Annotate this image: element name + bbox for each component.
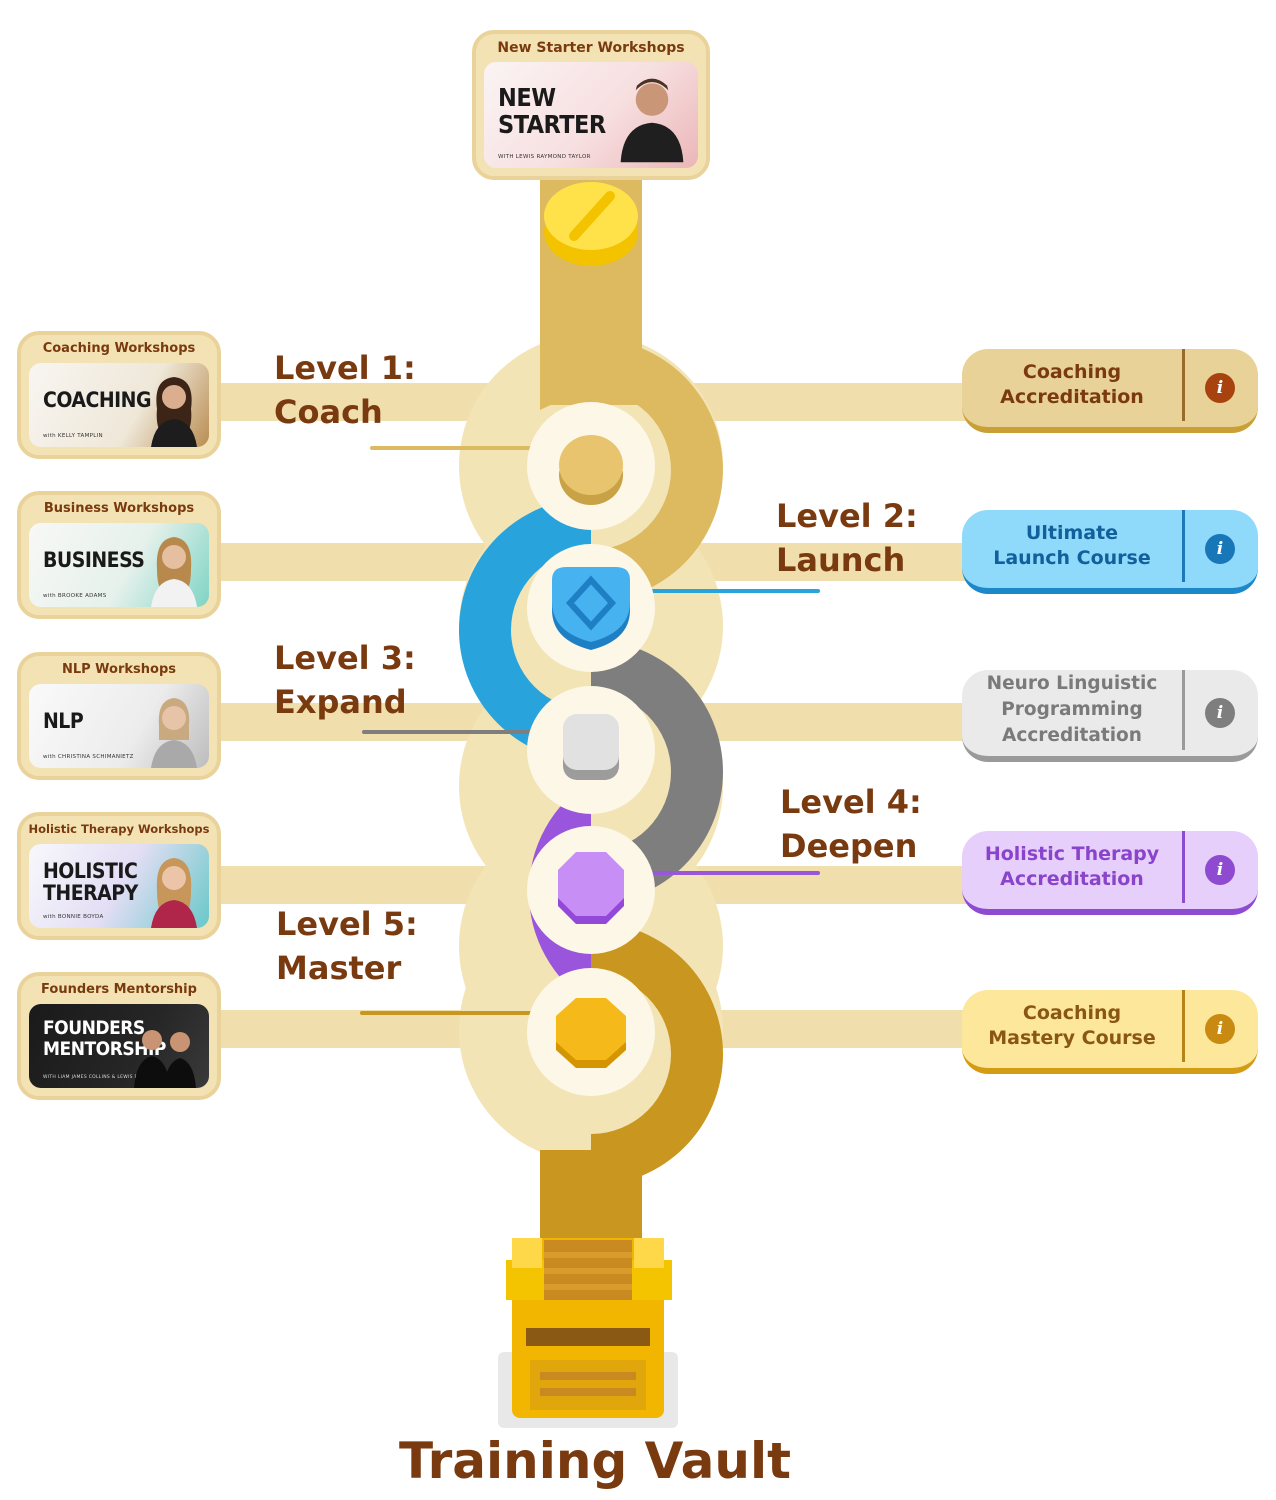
level-1-label: Level 1: Coach	[274, 349, 416, 431]
card-thumbnail: NLP with CHRISTINA SCHIMANIETZ	[29, 684, 209, 768]
training-vault-title: Training Vault	[398, 1432, 792, 1490]
card-title: New Starter Workshops	[497, 40, 685, 56]
pill-divider	[1182, 831, 1185, 903]
level-2-label: Level 2: Launch	[776, 497, 918, 579]
holistic-therapy-accreditation-button[interactable]: Holistic Therapy Accreditation i	[962, 831, 1258, 915]
treasure-vault-icon[interactable]	[498, 1238, 678, 1428]
thumbnail-title: NLP	[43, 709, 84, 733]
holistic-therapy-workshops-card[interactable]: Holistic Therapy Workshops HOLISTIC THER…	[17, 812, 221, 940]
card-title: Founders Mentorship	[41, 982, 197, 997]
card-thumbnail: BUSINESS with BROOKE ADAMS	[29, 523, 209, 607]
card-title: Coaching Workshops	[42, 341, 196, 356]
pill-divider	[1182, 510, 1185, 582]
course-label: Holistic Therapy Accreditation	[984, 843, 1160, 890]
level-node-3[interactable]	[527, 686, 655, 814]
thumbnail-title: NEW STARTER	[498, 83, 606, 139]
start-coin	[544, 182, 638, 266]
card-thumbnail: HOLISTIC THERAPY with BONNIE BOYDA	[29, 844, 209, 928]
thumbnail-title: HOLISTIC THERAPY	[43, 859, 138, 905]
course-label: Coaching Accreditation	[1000, 361, 1144, 408]
info-icon[interactable]: i	[1205, 373, 1235, 403]
card-thumbnail: FOUNDERS MENTORSHIP WITH LIAM JAMES COLL…	[29, 1004, 209, 1088]
thumbnail-subtitle: with BROOKE ADAMS	[43, 593, 107, 599]
card-thumbnail: COACHING with KELLY TAMPLIN	[29, 363, 209, 447]
thumbnail-title: BUSINESS	[43, 548, 145, 572]
new-starter-workshops-card[interactable]: New Starter Workshops NEW STARTER WITH L…	[472, 30, 710, 180]
nlp-workshops-card[interactable]: NLP Workshops NLP with CHRISTINA SCHIMAN…	[17, 652, 221, 780]
level-4-label: Level 4: Deepen	[780, 783, 922, 865]
info-icon[interactable]: i	[1205, 534, 1235, 564]
card-title: Business Workshops	[43, 501, 195, 516]
pill-divider	[1182, 349, 1185, 421]
presenter-photo	[151, 698, 197, 768]
course-label: Neuro Linguistic Programming Accreditati…	[986, 673, 1158, 746]
card-title: Holistic Therapy Workshops	[28, 822, 210, 836]
coaching-accreditation-button[interactable]: Coaching Accreditation i	[962, 349, 1258, 433]
presenter-photo	[151, 377, 197, 447]
level-5-label: Level 5: Master	[276, 905, 418, 987]
coaching-mastery-course-button[interactable]: Coaching Mastery Course i	[962, 990, 1258, 1074]
thumbnail-subtitle: WITH LEWIS RAYMOND TAYLOR	[498, 154, 591, 160]
level-node-5[interactable]	[527, 968, 655, 1096]
presenter-photo	[620, 78, 684, 163]
thumbnail-title: COACHING	[43, 388, 152, 412]
level-node-1[interactable]	[527, 402, 655, 530]
pill-divider	[1182, 990, 1185, 1062]
thumbnail-subtitle: WITH LIAM JAMES COLLINS & LEWIS RAYMOND …	[43, 1075, 180, 1080]
pill-divider	[1182, 670, 1185, 750]
presenter-photo	[151, 537, 197, 607]
card-thumbnail: NEW STARTER WITH LEWIS RAYMOND TAYLOR	[484, 62, 698, 168]
presenter-photo	[151, 858, 197, 928]
level-node-4[interactable]	[527, 826, 655, 954]
card-title: NLP Workshops	[61, 662, 177, 677]
business-workshops-card[interactable]: Business Workshops BUSINESS with BROOKE …	[17, 491, 221, 619]
thumbnail-subtitle: with CHRISTINA SCHIMANIETZ	[43, 754, 134, 760]
course-label: Ultimate Launch Course	[993, 522, 1151, 569]
level-node-2[interactable]	[527, 544, 655, 672]
nlp-accreditation-button[interactable]: Neuro Linguistic Programming Accreditati…	[962, 670, 1258, 762]
info-icon[interactable]: i	[1205, 855, 1235, 885]
founders-mentorship-card[interactable]: Founders Mentorship FOUNDERS MENTORSHIP …	[17, 972, 221, 1100]
course-label: Coaching Mastery Course	[988, 1002, 1156, 1049]
level-lines	[360, 446, 820, 1015]
thumbnail-subtitle: with BONNIE BOYDA	[43, 914, 104, 920]
coaching-workshops-card[interactable]: Coaching Workshops COACHING with KELLY T…	[17, 331, 221, 459]
ultimate-launch-course-button[interactable]: Ultimate Launch Course i	[962, 510, 1258, 594]
presenter-photo	[134, 1030, 196, 1088]
info-icon[interactable]: i	[1205, 1014, 1235, 1044]
thumbnail-subtitle: with KELLY TAMPLIN	[43, 433, 103, 439]
level-3-label: Level 3: Expand	[274, 639, 416, 721]
thumbnail-title: FOUNDERS MENTORSHIP	[43, 1017, 166, 1060]
info-icon[interactable]: i	[1205, 698, 1235, 728]
